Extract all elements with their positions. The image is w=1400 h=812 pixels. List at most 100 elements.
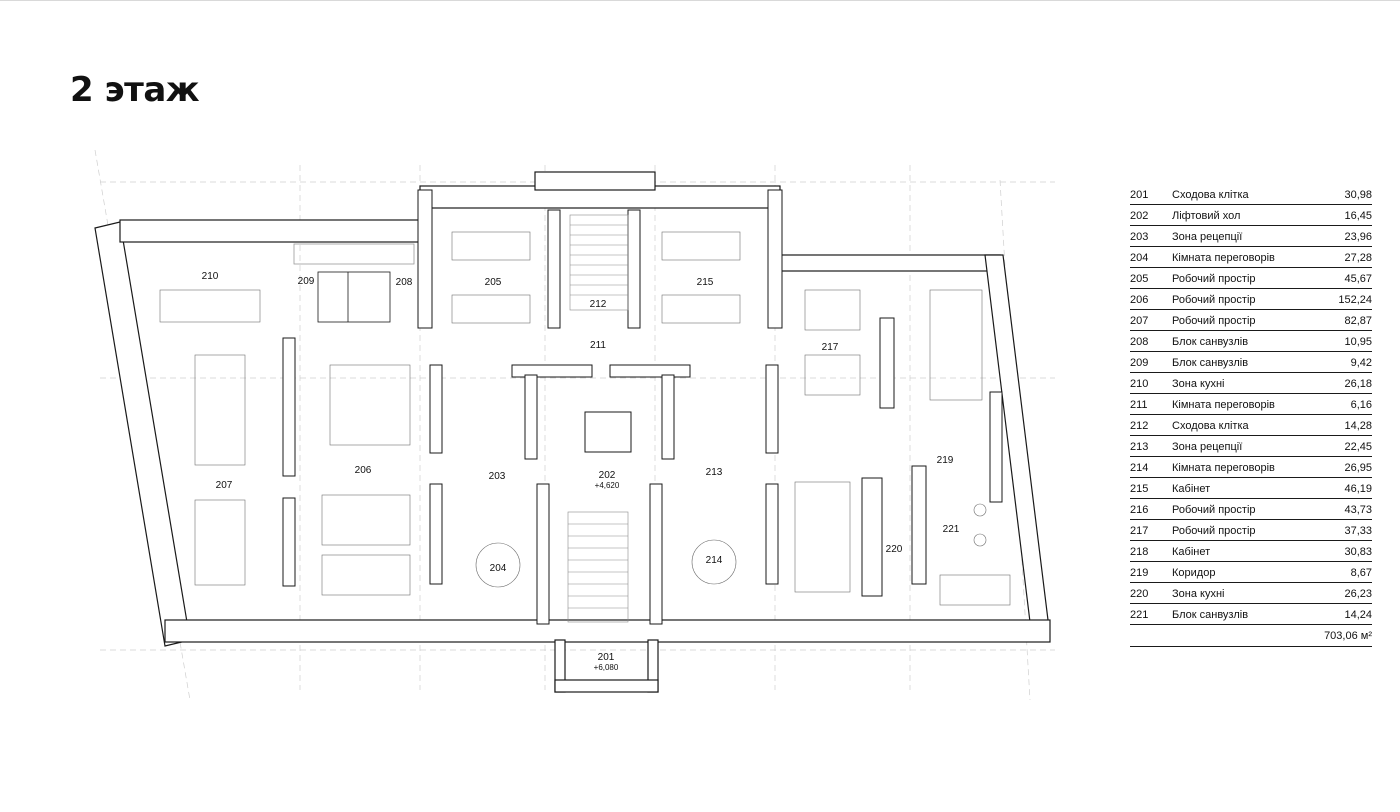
room-name: Сходова клітка (1172, 189, 1249, 201)
table-row: 211 Кімната переговорів 6,16 (1130, 394, 1372, 415)
room-num: 211 (1130, 399, 1148, 411)
room-label-219: 219 (937, 455, 954, 466)
furniture (159, 231, 1011, 606)
room-area: 26,95 (1344, 462, 1372, 474)
room-level-202: +4,620 (595, 481, 620, 490)
room-name: Блок санвузлів (1172, 609, 1249, 621)
table-row: 202 Ліфтовий хол 16,45 (1130, 205, 1372, 226)
table-row: 220 Зона кухні 26,23 (1130, 583, 1372, 604)
room-num: 214 (1130, 462, 1149, 474)
room-num: 217 (1130, 525, 1149, 537)
room-num: 220 (1130, 588, 1149, 600)
room-num: 202 (1130, 210, 1149, 222)
room-area: 10,95 (1344, 336, 1372, 348)
inner-walls (282, 189, 1003, 625)
room-num: 209 (1130, 357, 1149, 369)
room-label-202: 202 (599, 470, 616, 481)
room-area: 26,23 (1344, 588, 1372, 600)
table-row: 215 Кабінет 46,19 (1130, 478, 1372, 499)
room-area: 16,45 (1344, 210, 1372, 222)
room-num: 205 (1130, 273, 1149, 285)
room-label-206: 206 (355, 465, 372, 476)
room-label-214: 214 (706, 555, 723, 566)
room-num: 210 (1130, 378, 1149, 390)
room-label-213: 213 (706, 467, 723, 478)
room-num: 219 (1130, 567, 1149, 579)
table-row: 219 Коридор 8,67 (1130, 562, 1372, 583)
room-name: Кабінет (1172, 483, 1211, 495)
room-label-211: 211 (590, 340, 606, 351)
room-num: 215 (1130, 483, 1149, 495)
room-labels: 210 209 208 205 212 215 211 217 206 207 … (202, 271, 960, 672)
room-num: 213 (1130, 441, 1149, 453)
room-num: 218 (1130, 546, 1149, 558)
table-row: 218 Кабінет 30,83 (1130, 541, 1372, 562)
rooms-table: 201 Сходова клітка 30,98 202 Ліфтовий хол 16,… (1130, 184, 1372, 647)
table-row: 208 Блок санвузлів 10,95 (1130, 331, 1372, 352)
room-area: 9,42 (1350, 357, 1372, 369)
room-name: Кімната переговорів (1172, 462, 1275, 474)
room-name: Кабінет (1172, 546, 1211, 558)
room-name: Робочий простір (1172, 294, 1256, 306)
room-num: 204 (1130, 252, 1149, 264)
room-name: Зона рецепції (1172, 231, 1243, 243)
room-area: 26,18 (1344, 378, 1372, 390)
room-name: Кімната переговорів (1172, 399, 1275, 411)
room-label-203: 203 (489, 471, 506, 482)
room-area: 14,24 (1344, 609, 1372, 621)
room-label-208: 208 (396, 277, 413, 288)
room-num: 201 (1130, 189, 1149, 201)
room-area: 37,33 (1344, 525, 1372, 537)
room-name: Зона кухні (1172, 588, 1225, 600)
room-label-209: 209 (298, 276, 315, 287)
room-area: 46,19 (1344, 483, 1372, 495)
rooms-total: 703,06 м² (1130, 630, 1372, 647)
room-name: Зона рецепції (1172, 441, 1243, 453)
room-area: 45,67 (1344, 273, 1372, 285)
room-area: 30,83 (1344, 546, 1372, 558)
room-num: 212 (1130, 420, 1149, 432)
table-row: 214 Кімната переговорів 26,95 (1130, 457, 1372, 478)
rooms-table-rows: 201 Сходова клітка 30,98 202 Ліфтовий хол 16,… (1130, 184, 1372, 625)
table-row: 205 Робочий простір 45,67 (1130, 268, 1372, 289)
room-area: 22,45 (1344, 441, 1372, 453)
room-area: 30,98 (1344, 189, 1372, 201)
room-label-204: 204 (490, 563, 507, 574)
stairs (567, 214, 629, 623)
floor-plan: 210 209 208 205 212 215 211 217 206 207 … (94, 149, 1055, 701)
room-name: Коридор (1172, 567, 1216, 579)
room-num: 208 (1130, 336, 1149, 348)
room-label-220: 220 (886, 544, 903, 555)
room-label-210: 210 (202, 271, 219, 282)
room-area: 8,67 (1350, 567, 1372, 579)
table-row: 213 Зона рецепції 22,45 (1130, 436, 1372, 457)
room-area: 23,96 (1344, 231, 1372, 243)
room-num: 216 (1130, 504, 1149, 516)
table-row: 201 Сходова клітка 30,98 (1130, 184, 1372, 205)
table-row: 209 Блок санвузлів 9,42 (1130, 352, 1372, 373)
room-name: Робочий простір (1172, 273, 1256, 285)
room-label-221: 221 (943, 524, 960, 535)
room-name: Блок санвузлів (1172, 357, 1249, 369)
outer-walls (94, 171, 1051, 693)
table-row: 221 Блок санвузлів 14,24 (1130, 604, 1372, 625)
room-name: Ліфтовий хол (1172, 210, 1241, 222)
room-label-207: 207 (216, 480, 233, 491)
room-label-215: 215 (697, 277, 714, 288)
room-area: 152,24 (1338, 294, 1372, 306)
room-area: 6,16 (1350, 399, 1372, 411)
room-num: 221 (1130, 609, 1149, 621)
room-area: 14,28 (1344, 420, 1372, 432)
room-name: Блок санвузлів (1172, 336, 1249, 348)
room-label-201: 201 (598, 652, 615, 663)
room-name: Робочий простір (1172, 315, 1256, 327)
room-name: Кімната переговорів (1172, 252, 1275, 264)
room-level-201: +6,080 (594, 663, 619, 672)
